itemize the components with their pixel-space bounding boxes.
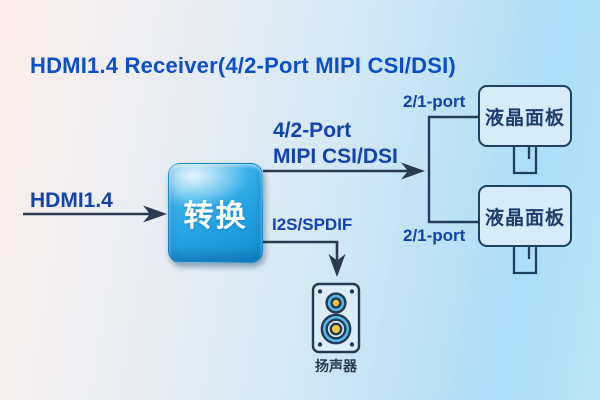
lcd-stand-icon xyxy=(512,146,538,175)
speaker-screw-icon xyxy=(349,289,355,294)
speaker-screw-icon xyxy=(317,289,323,294)
mipi-output-arrow xyxy=(263,162,425,180)
converter-box: 转换 xyxy=(168,163,263,263)
panel-junction-lines xyxy=(427,115,478,224)
speaker-screw-icon xyxy=(349,342,355,347)
port-label-top: 2/1-port xyxy=(403,92,466,111)
mipi-output-label-line2: MIPI CSI/DSI xyxy=(273,145,398,168)
hdmi-input-label: HDMI1.4 xyxy=(30,189,113,212)
port-label-bottom: 2/1-port xyxy=(403,226,466,245)
converter-label: 转换 xyxy=(183,200,248,233)
hdmi-input-arrow xyxy=(23,205,167,223)
speaker-woofer-icon xyxy=(320,313,352,345)
speaker-screw-icon xyxy=(317,342,323,347)
lcd-panel-label: 液晶面板 xyxy=(484,207,565,229)
audio-output-arrow xyxy=(263,240,346,277)
diagram-title: HDMI1.4 Receiver(4/2-Port MIPI CSI/DSI) xyxy=(30,53,456,78)
lcd-stand-icon xyxy=(512,246,538,275)
lcd-panel-label: 液晶面板 xyxy=(484,107,565,129)
lcd-panel-bottom: 液晶面板 xyxy=(478,185,572,247)
lcd-panel-top: 液晶面板 xyxy=(478,85,572,147)
audio-output-label: I2S/SPDIF xyxy=(272,215,353,234)
speaker-tweeter-icon xyxy=(325,292,347,314)
mipi-output-label-line1: 4/2-Port xyxy=(273,119,352,142)
speaker-icon xyxy=(311,282,361,354)
speaker-label: 扬声器 xyxy=(315,358,357,374)
